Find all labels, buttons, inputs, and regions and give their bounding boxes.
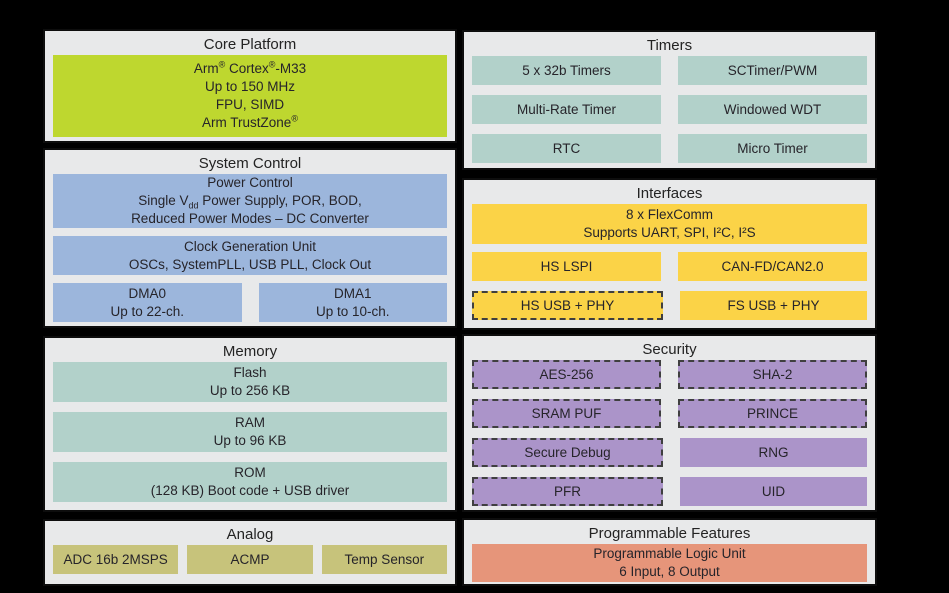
panel-core-platform: Core Platform Arm® Cortex®-M33 Up to 150…: [43, 29, 457, 143]
plu-io: 6 Input, 8 Output: [619, 564, 720, 579]
power-line-title: Power Control: [207, 175, 293, 190]
rom-name: ROM: [234, 465, 266, 480]
cell-32b-timers: 5 x 32b Timers: [472, 56, 661, 85]
block-cortex-m33: Arm® Cortex®-M33 Up to 150 MHz FPU, SIMD…: [53, 55, 447, 137]
system-control-title: System Control: [198, 155, 302, 172]
panel-programmable-features: Programmable Features Programmable Logic…: [462, 518, 877, 586]
panel-timers: Timers 5 x 32b Timers SCTimer/PWM Multi-…: [462, 30, 877, 170]
block-ram: RAM Up to 96 KB: [53, 412, 447, 452]
dma0-channels: Up to 22-ch.: [110, 303, 185, 319]
block-dma1: DMA1 Up to 10-ch.: [258, 283, 447, 322]
security-title: Security: [642, 341, 697, 358]
cell-pfr: PFR: [472, 477, 663, 506]
cell-fs-usb-phy: FS USB + PHY: [680, 291, 867, 320]
panel-analog: Analog ADC 16b 2MSPS ACMP Temp Sensor: [43, 519, 457, 586]
block-flexcomm: 8 x FlexComm Supports UART, SPI, I²C, I²…: [472, 204, 867, 244]
cpu-line-name: Arm® Cortex®-M33: [193, 59, 307, 76]
cell-rng: RNG: [680, 438, 867, 467]
flexcomm-protocols: Supports UART, SPI, I²C, I²S: [583, 225, 756, 240]
block-dma0: DMA0 Up to 22-ch.: [53, 283, 242, 322]
analog-title: Analog: [226, 526, 274, 543]
panel-memory: Memory Flash Up to 256 KB RAM Up to 96 K…: [43, 336, 457, 512]
dma1-name: DMA1: [333, 285, 372, 301]
cell-secure-debug: Secure Debug: [472, 438, 663, 467]
security-row-3: Secure Debug RNG: [472, 438, 867, 467]
block-flash: Flash Up to 256 KB: [53, 362, 447, 402]
clock-line-title: Clock Generation Unit: [183, 238, 317, 254]
block-rom: ROM (128 KB) Boot code + USB driver: [53, 462, 447, 502]
memory-title: Memory: [222, 343, 278, 360]
flash-name: Flash: [233, 365, 267, 380]
panel-interfaces: Interfaces 8 x FlexComm Supports UART, S…: [462, 178, 877, 330]
programmable-features-title: Programmable Features: [588, 525, 751, 542]
cell-micro-timer: Micro Timer: [678, 134, 867, 163]
cell-windowed-wdt: Windowed WDT: [678, 95, 867, 124]
ram-name: RAM: [235, 415, 265, 430]
core-platform-title: Core Platform: [203, 36, 297, 53]
cpu-line-trustzone: Arm TrustZone®: [202, 113, 298, 130]
block-programmable-logic-unit: Programmable Logic Unit 6 Input, 8 Outpu…: [472, 544, 867, 582]
cell-uid: UID: [680, 477, 867, 506]
dma-row: DMA0 Up to 22-ch. DMA1 Up to 10-ch.: [53, 283, 447, 322]
cell-sram-puf: SRAM PUF: [472, 399, 661, 428]
interfaces-row-1: HS LSPI CAN-FD/CAN2.0: [472, 252, 867, 281]
interfaces-title: Interfaces: [636, 185, 703, 202]
security-row-2: SRAM PUF PRINCE: [472, 399, 867, 428]
cell-sctimer-pwm: SCTimer/PWM: [678, 56, 867, 85]
cell-can-fd: CAN-FD/CAN2.0: [678, 252, 867, 281]
cell-aes-256: AES-256: [472, 360, 661, 389]
cpu-line-fpu: FPU, SIMD: [215, 97, 285, 112]
panel-security: Security AES-256 SHA-2 SRAM PUF PRINCE S…: [462, 334, 877, 512]
cell-multi-rate-timer: Multi-Rate Timer: [472, 95, 661, 124]
timers-row-2: Multi-Rate Timer Windowed WDT: [472, 95, 867, 124]
timers-row-3: RTC Micro Timer: [472, 134, 867, 163]
cell-acmp: ACMP: [187, 545, 313, 574]
security-row-4: PFR UID: [472, 477, 867, 506]
block-power-control: Power Control Single Vdd Power Supply, P…: [53, 174, 447, 228]
dma1-channels: Up to 10-ch.: [315, 303, 390, 319]
timers-title: Timers: [646, 37, 693, 54]
interfaces-row-2: HS USB + PHY FS USB + PHY: [472, 291, 867, 320]
cell-rtc: RTC: [472, 134, 661, 163]
clock-line-detail: OSCs, SystemPLL, USB PLL, Clock Out: [128, 256, 372, 272]
power-line-supply: Single Vdd Power Supply, POR, BOD,: [138, 193, 362, 211]
security-row-1: AES-256 SHA-2: [472, 360, 867, 389]
cell-prince: PRINCE: [678, 399, 867, 428]
cell-hs-lspi: HS LSPI: [472, 252, 661, 281]
cell-temp-sensor: Temp Sensor: [321, 545, 447, 574]
timers-row-1: 5 x 32b Timers SCTimer/PWM: [472, 56, 867, 85]
cell-hs-usb-phy: HS USB + PHY: [472, 291, 663, 320]
ram-size: Up to 96 KB: [213, 433, 287, 448]
cell-adc: ADC 16b 2MSPS: [53, 545, 179, 574]
plu-name: Programmable Logic Unit: [593, 546, 746, 561]
flexcomm-name: 8 x FlexComm: [625, 207, 713, 222]
panel-system-control: System Control Power Control Single Vdd …: [43, 148, 457, 328]
analog-row: ADC 16b 2MSPS ACMP Temp Sensor: [53, 545, 447, 574]
block-clock-generation: Clock Generation Unit OSCs, SystemPLL, U…: [53, 236, 447, 275]
flash-size: Up to 256 KB: [209, 383, 291, 398]
rom-detail: (128 KB) Boot code + USB driver: [150, 483, 350, 498]
cell-sha-2: SHA-2: [678, 360, 867, 389]
cpu-line-speed: Up to 150 MHz: [204, 79, 296, 94]
dma0-name: DMA0: [128, 285, 166, 301]
security-grid: AES-256 SHA-2 SRAM PUF PRINCE Secure Deb…: [472, 360, 867, 506]
power-line-modes: Reduced Power Modes – DC Converter: [131, 211, 369, 226]
timers-grid: 5 x 32b Timers SCTimer/PWM Multi-Rate Ti…: [472, 56, 867, 163]
